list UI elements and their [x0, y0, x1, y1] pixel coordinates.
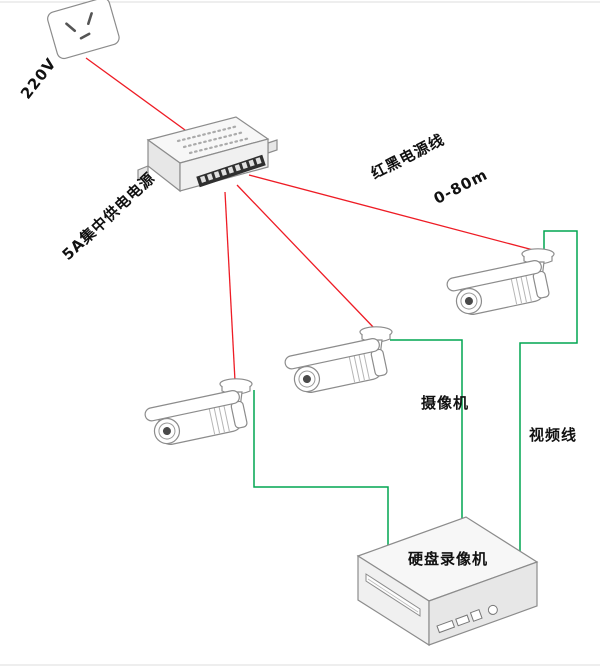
dvr-drive-slot-line	[367, 578, 419, 613]
camera-left	[143, 378, 253, 450]
camera-right	[445, 248, 555, 320]
camera-label: 摄像机	[421, 394, 469, 412]
video-cable-label: 视频线	[529, 426, 577, 444]
power-line-psu-to-camera-left	[224, 191, 236, 382]
video-line-camera-right-to-dvr	[519, 230, 578, 551]
camera-middle	[283, 326, 393, 398]
power-supply-label: 5A集中供电电源	[59, 169, 159, 264]
psu-flange-right	[267, 139, 278, 154]
psu-terminal-block	[196, 154, 266, 188]
psu-flange-left	[137, 165, 149, 181]
video-line-camera-left-to-dvr	[253, 390, 389, 546]
power-outlet	[47, 0, 120, 60]
power-cable-lines	[85, 57, 538, 382]
video-cable-lines	[253, 230, 578, 551]
dvr-ports	[436, 604, 498, 634]
dvr-drive-slot	[365, 573, 421, 617]
power-cable-range-label: 0-80m	[431, 165, 491, 207]
video-line-camera-middle-to-dvr	[390, 339, 463, 519]
power-line-psu-to-camera-right	[248, 174, 538, 252]
dvr-label: 硬盘录像机	[408, 550, 488, 568]
dvr-power-button	[487, 604, 498, 615]
power-line-outlet-to-psu	[85, 57, 197, 139]
outlet-voltage-label: 220V	[17, 54, 60, 102]
psu-vent-holes	[176, 124, 252, 155]
dvr-unit	[356, 516, 539, 647]
power-supply-unit	[137, 116, 278, 193]
outlet-slots	[65, 12, 93, 40]
power-cable-label: 红黑电源线	[368, 130, 447, 182]
power-line-psu-to-camera-middle	[236, 184, 376, 330]
dvr-right-face	[428, 561, 538, 646]
